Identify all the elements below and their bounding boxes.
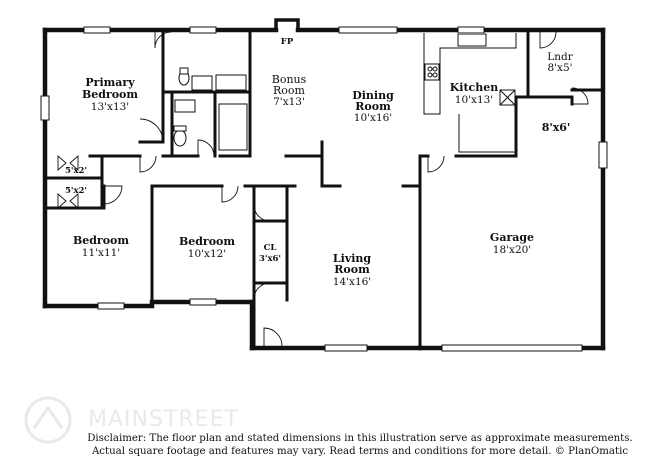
bathroom-fixtures	[173, 67, 248, 151]
bonus-room-dims: 7'x13'	[273, 96, 305, 108]
laundry-name: Lndr	[547, 51, 573, 63]
garage-name: Garage	[490, 231, 534, 244]
kitchen-dims: 10'x13'	[455, 94, 493, 106]
interior-walls	[45, 30, 603, 348]
bedroom-mid-dims: 10'x12'	[188, 248, 226, 260]
bedroom-mid-name: Bedroom	[179, 235, 235, 248]
watermark-text: MAINSTREET	[88, 407, 239, 432]
living-room-dims: 14'x16'	[333, 276, 371, 288]
garage-dims: 18'x20'	[493, 244, 531, 256]
disclaimer-line-1: Disclaimer: The floor plan and stated di…	[87, 433, 633, 444]
dining-room-name-2: Room	[355, 100, 391, 113]
kitchen-counters	[423, 33, 517, 153]
bonus-room-name-2: Room	[273, 84, 306, 97]
room-labels: FP Primary Bedroom 13'x13' Bonus Room 7'…	[65, 37, 574, 288]
living-room-name-2: Room	[334, 263, 370, 276]
bedroom-left-name: Bedroom	[73, 234, 129, 247]
watermark: MAINSTREET	[24, 396, 239, 444]
windows	[40, 26, 608, 352]
primary-bedroom-name-1: Primary	[85, 76, 135, 89]
closet-lower-dims: 5'x2'	[65, 186, 87, 196]
closet-upper-dims: 5'x2'	[65, 166, 87, 176]
doors	[57, 31, 589, 347]
exterior-walls	[42, 18, 606, 351]
laundry-dims: 8'x5'	[547, 62, 572, 74]
disclaimer-line-2: Actual square footage and features may v…	[91, 446, 629, 457]
primary-bedroom-name-2: Bedroom	[82, 88, 138, 101]
dining-room-name-1: Dining	[352, 89, 394, 102]
disclaimer: Disclaimer: The floor plan and stated di…	[80, 432, 640, 458]
kitchen-name: Kitchen	[450, 81, 499, 94]
bedroom-left-dims: 11'x11'	[82, 247, 120, 259]
watermark-logo-icon	[24, 396, 72, 444]
closet-cl-name: CL	[264, 243, 277, 253]
dining-room-dims: 10'x16'	[354, 112, 392, 124]
living-room-name-1: Living	[333, 252, 371, 265]
closet-cl-dims: 3'x6'	[259, 254, 281, 264]
bonus-room-name-1: Bonus	[272, 73, 307, 86]
fireplace-label: FP	[281, 37, 294, 47]
storage-dims: 8'x6'	[542, 121, 571, 134]
primary-bedroom-dims: 13'x13'	[91, 101, 129, 113]
